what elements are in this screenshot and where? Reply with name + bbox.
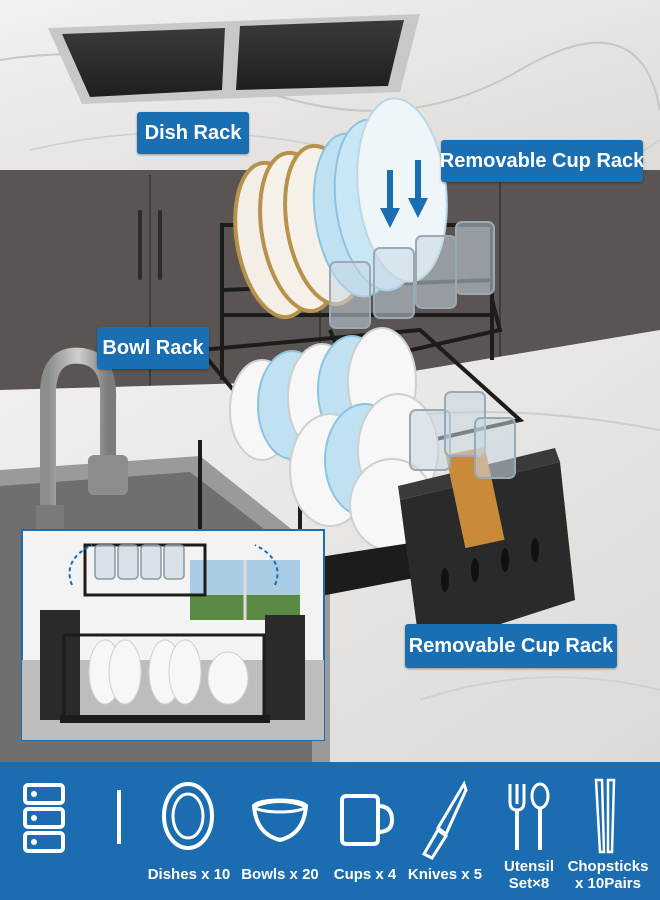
bowl-rack-callout: Bowl Rack xyxy=(97,327,209,369)
feature-knives-label: Knives x 5 xyxy=(407,866,483,883)
dish-rack-callout: Dish Rack xyxy=(137,112,249,154)
feature-strip: Dishes x 10 Bowls x 20 Cups x 4 Knives x… xyxy=(0,762,660,900)
utensil-icon xyxy=(508,782,550,850)
knife-icon xyxy=(421,780,468,860)
cup-icon xyxy=(340,794,395,846)
kitchen-scene xyxy=(0,0,660,762)
feature-utensil-line1: Utensil xyxy=(503,858,554,875)
removable-cup-rack-callout-top: Removable Cup Rack xyxy=(440,140,644,182)
back-sink-left xyxy=(62,28,225,97)
chopsticks-icon xyxy=(594,778,616,854)
cups-top xyxy=(329,221,495,329)
plate-icon xyxy=(162,782,214,850)
feature-utensil-label: Utensil Set×8 xyxy=(492,858,566,892)
inset-photo xyxy=(21,529,325,741)
feature-cups-label: Cups x 4 xyxy=(333,866,397,883)
lower-bowl-rack xyxy=(196,327,525,614)
feature-dishes-label: Dishes x 10 xyxy=(147,866,231,883)
utensil-holder xyxy=(398,391,575,650)
back-sink-right xyxy=(236,20,404,90)
divider xyxy=(117,790,121,844)
removable-cup-rack-callout-bottom: Removable Cup Rack xyxy=(405,624,617,668)
feature-bowls-label: Bowls x 20 xyxy=(241,866,319,883)
bowl-icon xyxy=(251,798,309,843)
layers-icon xyxy=(23,783,65,853)
feature-chopsticks-label: Chopsticks x 10Pairs xyxy=(562,858,654,892)
feature-chopsticks-line1: Chopsticks xyxy=(567,858,649,875)
feature-chopsticks-line2: x 10Pairs xyxy=(575,875,641,892)
faucet xyxy=(40,347,117,528)
feature-utensil-line2: Set×8 xyxy=(508,875,550,892)
